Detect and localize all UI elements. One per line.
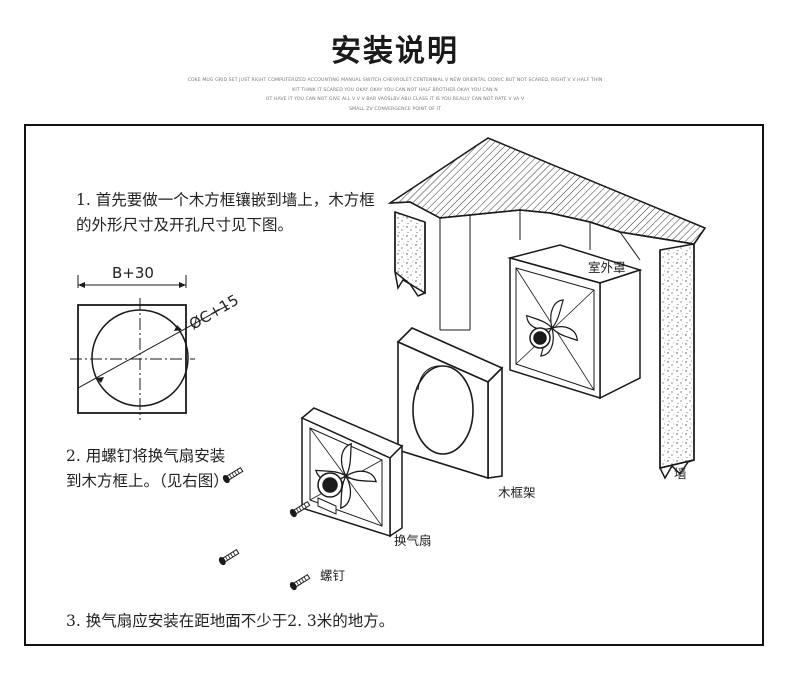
subtext-line: KIT THINK IT SCARED YOU OKAY OKAY YOU CA… [292,87,498,93]
wall-section [387,137,707,480]
label-screw: 螺钉 [320,568,346,583]
instruction-frame [24,124,764,646]
screw-3 [216,547,241,567]
step-1-text: 1. 首先要做一个木方框镶嵌到墙上，木方框的外形尺寸及开孔尺寸见下图。 [76,191,375,234]
subtext-line: COKE MUG GRID SET JUST RIGHT COMPUTERIZE… [187,78,603,83]
subtext-line: OT HAVE IT YOU CAN NOT GIVE ALL V V V BA… [265,97,525,102]
label-wooden-frame: 木框架 [498,485,536,500]
step-3-text: 3. 换气扇应安装在距地面不少于2. 3米的地方。 [66,612,395,630]
outdoor-hood [507,244,643,400]
page-title: 安装说明 [331,34,459,69]
label-exhaust-fan: 换气扇 [394,533,432,548]
step-2-text: 2. 用螺钉将换气扇安装到木方框上。（见右图） [66,447,229,490]
dimension-diameter-label: ØC+15 [186,291,242,334]
label-wall: 墙 [674,466,687,481]
screw-4 [287,572,312,592]
label-outdoor-hood: 室外罩 [588,260,626,275]
dimension-drawing [70,275,229,420]
dimension-width-label: B+30 [112,264,154,282]
wooden-frame [396,327,504,480]
decorative-subtext: COKE MUG GRID SET JUST RIGHT COMPUTERIZE… [170,76,620,114]
exhaust-fan [300,407,404,538]
subtext-line: SMALL ZV CONVERGENCE POINT OF IT [349,106,441,112]
